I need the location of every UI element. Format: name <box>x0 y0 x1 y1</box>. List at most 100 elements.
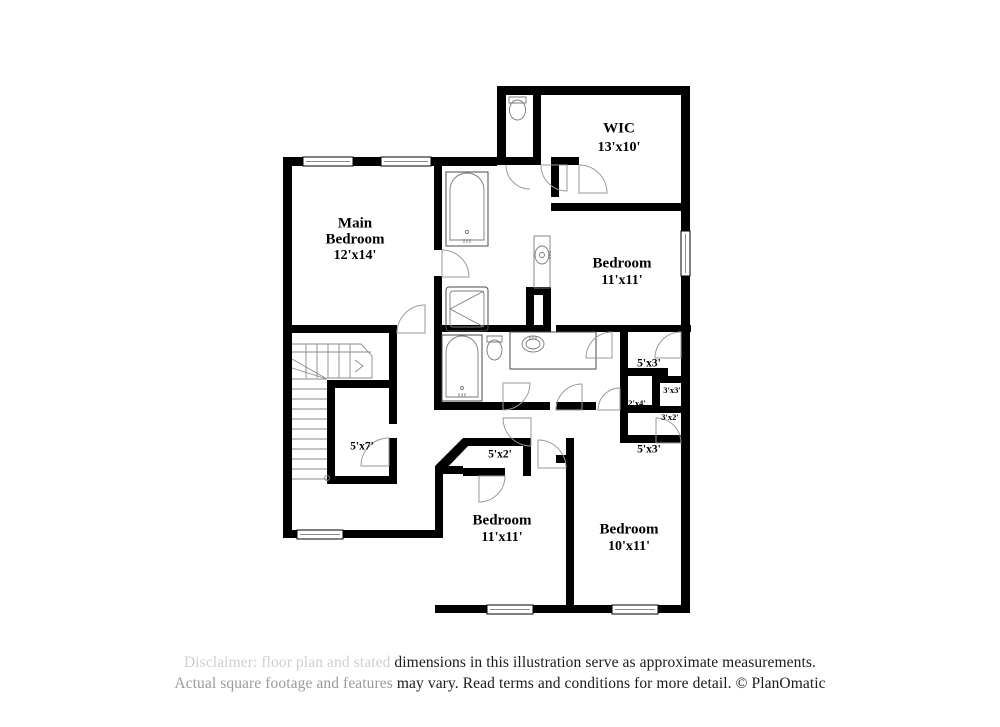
label-main-bedroom-line1: Main <box>338 215 373 231</box>
window-main-bedroom-right <box>380 156 432 167</box>
wall-closet-lower-left <box>620 413 628 443</box>
wall-bath-upper-divider-2 <box>556 325 691 332</box>
label-closet-5x2: 5'x2' <box>488 449 512 461</box>
label-main-bedroom-line2: Bedroom <box>326 231 385 247</box>
door-closet-5x7 <box>360 437 390 467</box>
wall-closet-mid-bottom <box>652 406 682 413</box>
door-bath-hall2 <box>555 383 583 411</box>
wall-closet57-bottom <box>327 476 397 484</box>
door-hall-bath <box>502 382 531 411</box>
wall-main-bedroom-right <box>434 166 442 250</box>
label-wic: WIC <box>603 120 635 136</box>
wall-closet-mid-top <box>652 376 682 383</box>
fixture-group <box>291 96 597 481</box>
wall-wic-bottom-stub <box>557 157 579 165</box>
wall-main-bath-right-lower <box>434 276 442 325</box>
label-bedroom-lower-left-dim: 11'x11' <box>481 530 522 545</box>
door-main-bedroom <box>396 304 426 334</box>
closet-labels: 5'x7' 5'x2' 5'x3' 3'x3' 2'x4' 3'x2' 5'x3… <box>350 358 681 461</box>
shower-main-bath-icon <box>445 286 489 332</box>
window-group <box>296 156 691 615</box>
tub-main-bath-icon <box>445 171 489 247</box>
label-main-bedroom-dim: 12'x14' <box>334 248 377 263</box>
wall-bottom-left-outer <box>283 530 435 538</box>
wall-diagonal-corner <box>435 438 470 472</box>
window-bedroom-upper-right <box>680 230 691 277</box>
wall-stairhall-right <box>389 325 397 385</box>
wall-closet-mid-right <box>652 376 660 412</box>
wall-closet57-top <box>327 380 397 388</box>
wall-main-bedroom-bottom <box>283 325 397 333</box>
label-bedroom-lower-right-dim: 10'x11' <box>608 539 650 554</box>
label-closet-3x2: 3'x2' <box>661 412 678 422</box>
disclaimer-line-1: Disclaimer: floor plan and stated dimens… <box>0 652 1000 673</box>
wall-bottom-outer <box>435 605 690 613</box>
wall-bath-bottom <box>434 402 550 410</box>
wall-bedroom2-top <box>551 203 690 211</box>
wall-wic-bath-divider <box>533 86 541 164</box>
wall-vanity-alcove-left <box>526 287 534 332</box>
wall-left-outer <box>283 157 292 538</box>
wall-wic-left <box>497 86 506 164</box>
label-closet-5x3-lower: 5'x3' <box>637 444 661 456</box>
wall-closet52-bottom <box>463 468 505 476</box>
wall-bath-bottom-2 <box>556 402 596 410</box>
sink-vanity-upper-icon <box>533 235 551 289</box>
window-main-bedroom-left <box>302 156 354 167</box>
wall-closet57-right-lower <box>389 438 397 484</box>
toilet-wic-bath-icon <box>508 96 527 121</box>
wall-closet24-bottom <box>620 405 660 413</box>
wall-closet5x3-bottom <box>620 368 668 376</box>
label-closet-2x4: 2'x4' <box>628 398 645 408</box>
wall-top-upper <box>497 86 690 95</box>
wall-bed-lowerleft-top <box>435 466 463 474</box>
wall-closet-mid-left <box>620 376 628 412</box>
door-closet-2x4 <box>597 387 621 411</box>
door-closet-5x3-lower <box>655 417 682 444</box>
door-wic-bath <box>540 164 568 192</box>
wall-closet-col-left <box>620 332 628 370</box>
disclaimer-line-1-faded: Disclaimer: floor plan and stated <box>183 654 391 671</box>
label-wic-dim: 13'x10' <box>598 140 641 155</box>
disclaimer-line-2: Actual square footage and features may v… <box>0 673 1000 694</box>
toilet-hall-bath-icon <box>486 335 503 361</box>
room-labels: Main Bedroom 12'x14' WIC 13'x10' Bedroom… <box>326 120 659 554</box>
door-closet-5x2 <box>478 475 506 503</box>
wall-bath-upper-divider <box>442 325 550 332</box>
door-group <box>360 164 682 503</box>
disclaimer-line-2-faded: Actual square footage and features <box>174 675 393 692</box>
wall-bed-divider-mid <box>566 438 574 468</box>
door-bedroom-lower-left <box>502 417 532 447</box>
wall-closet57-right <box>389 380 397 424</box>
sink-vanity-lower-icon <box>509 331 597 370</box>
wall-closet52-right <box>523 438 531 476</box>
wall-bed-divider-mid2 <box>566 468 574 613</box>
window-bedroom-lower-left <box>486 604 534 615</box>
wall-wic-bottom-left <box>533 157 541 165</box>
wall-upper-bath-bottom <box>497 157 534 165</box>
wall-vanity-alcove-bottom <box>526 287 551 295</box>
wall-bath-left <box>434 325 442 410</box>
wall-lower-hall-left <box>435 466 443 538</box>
wall-wic-bottom-vert <box>551 157 559 197</box>
door-main-bath <box>441 249 470 278</box>
door-bedroom-lower-right <box>537 439 567 469</box>
disclaimer-line-2-visible: may vary. Read terms and conditions for … <box>392 675 826 692</box>
disclaimer-line-1-visible: dimensions in this illustration serve as… <box>390 654 817 671</box>
window-bottom-left <box>296 529 344 540</box>
window-bedroom-lower-right <box>611 604 659 615</box>
wall-closet5x3b-top <box>620 435 682 443</box>
disclaimer: Disclaimer: floor plan and stated dimens… <box>0 652 1000 694</box>
tub-hall-bath-icon <box>441 334 483 402</box>
door-closet-3x3 <box>654 331 682 359</box>
label-closet-3x3: 3'x3' <box>663 385 680 395</box>
label-closet-5x7: 5'x7' <box>350 441 374 453</box>
door-upper-bath-hall <box>505 164 531 190</box>
wall-closet57-left <box>327 380 335 484</box>
door-bedroom2-closet <box>585 331 613 359</box>
wall-closet52-top <box>463 438 531 446</box>
label-bedroom-upper-right-dim: 11'x11' <box>601 273 642 288</box>
label-bedroom-lower-left: Bedroom <box>473 512 532 528</box>
label-bedroom-lower-right: Bedroom <box>600 521 659 537</box>
